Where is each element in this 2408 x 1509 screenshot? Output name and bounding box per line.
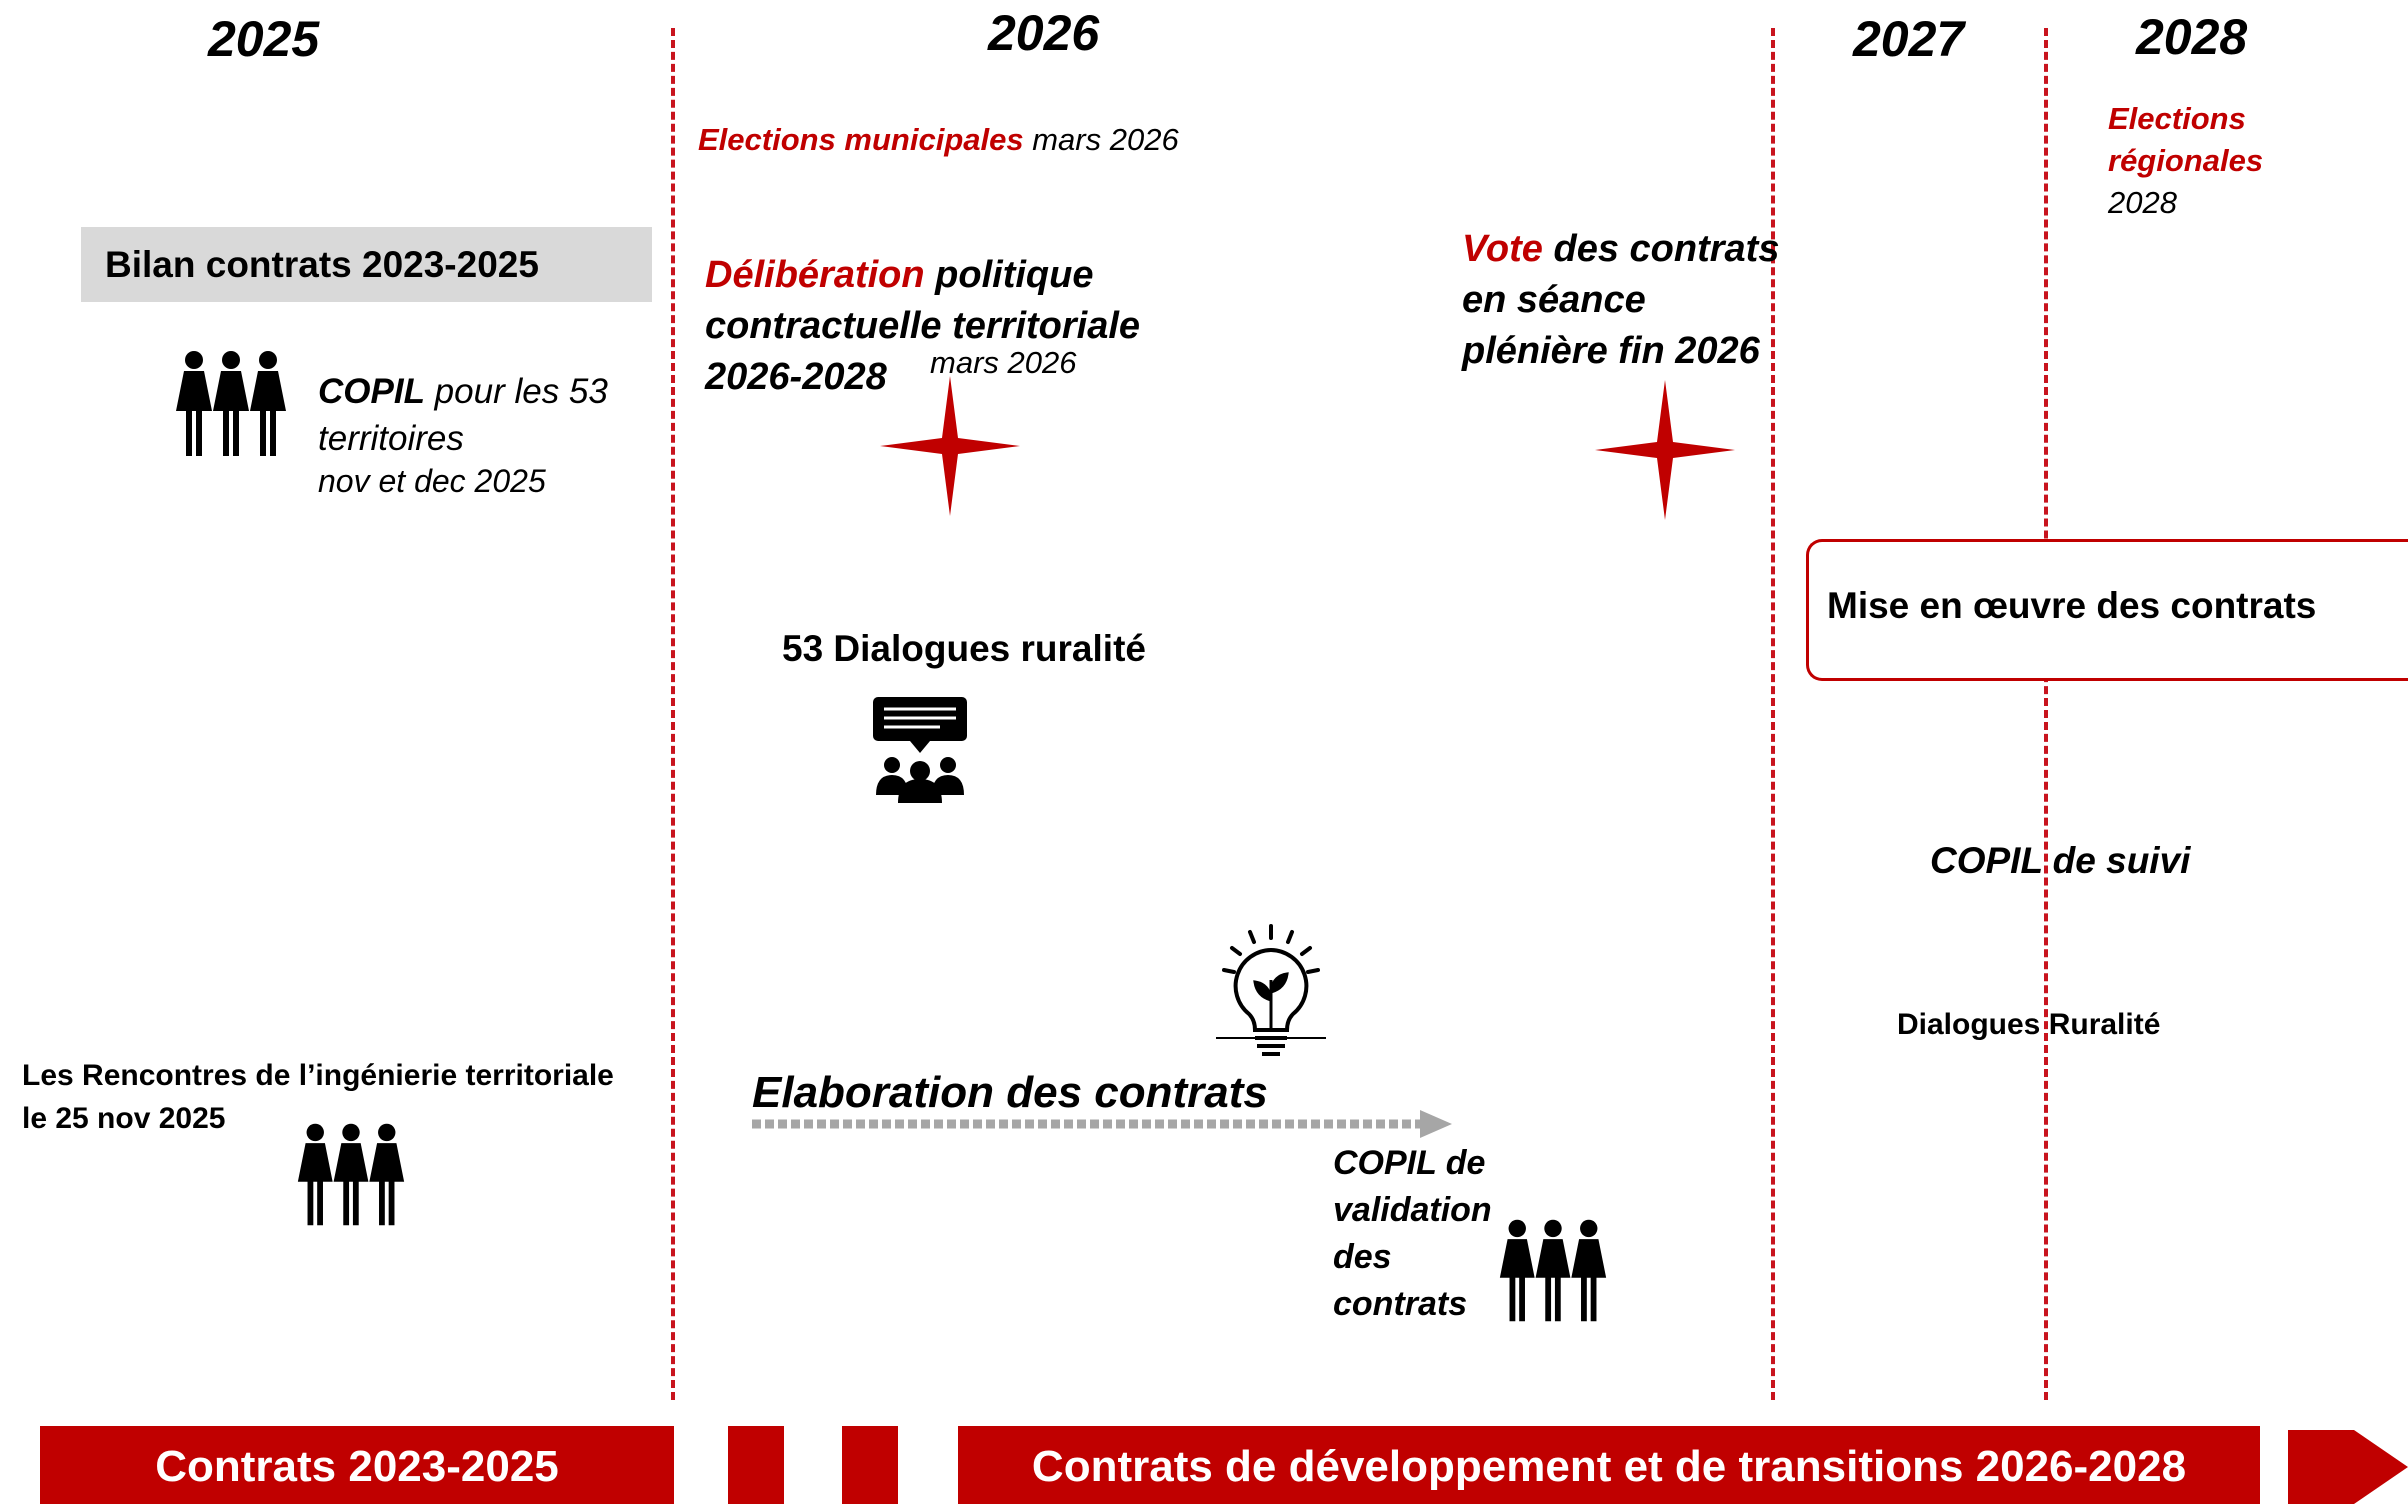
deliberation-line3: 2026-2028 [705,356,887,398]
elections-municipales-label: Elections municipales [698,122,1024,157]
copil-territoires-line: territoires [318,419,464,458]
deliberation-line2: contractuelle territoriale [705,305,1141,347]
copil-validation-line1: COPIL de [1333,1144,1486,1182]
year-2028: 2028 [2136,9,2248,65]
copil-date: nov et dec 2025 [318,463,546,499]
deliberation-keyword: Délibération [705,254,925,296]
deliberation-politique: politique [924,254,1094,296]
rencontres-title: Les Rencontres de l’ingénierie territori… [22,1059,614,1092]
discussion-group-icon [870,695,970,808]
vote-contrats: des contrats [1542,228,1780,270]
people-group-icon [172,350,290,456]
arrow-right-icon [752,1108,1452,1145]
mise-en-oeuvre-box: Mise en œuvre des contrats [1806,539,2408,681]
elections-regionales: Elections régionales 2028 [2108,98,2408,224]
elections-municipales: Elections municipales mars 2026 [698,122,1179,158]
copil-validation-line4: contrats [1333,1285,1468,1323]
four-point-star-icon [880,376,1020,521]
elections-regionales-date: 2028 [2108,185,2177,220]
rencontres-date: le 25 nov 2025 [22,1102,226,1135]
bar-arrow-icon [2288,1430,2408,1509]
dialogues-ruralite-2027: Dialogues Ruralité [1897,1008,2161,1041]
bar-segment-1 [728,1426,784,1504]
copil-label: COPIL [318,372,425,411]
bar-segment-2 [842,1426,898,1504]
vote-line2: en séance [1462,279,1646,321]
lightbulb-plant-icon [1216,920,1326,1075]
bilan-box: Bilan contrats 2023-2025 [81,227,652,302]
dialogues-ruralite-label: 53 Dialogues ruralité [782,628,1146,669]
rencontres-text: Les Rencontres de l’ingénierie territori… [22,1054,614,1140]
year-2025: 2025 [208,11,320,67]
divider-2025-2026 [671,28,675,1400]
people-group-icon [1496,1218,1610,1322]
divider-2026-2027 [1771,28,1775,1400]
contrats-2023-2025-bar: Contrats 2023-2025 [40,1426,674,1504]
four-point-star-icon [1595,380,1735,525]
copil-pour-text: pour les 53 [424,372,608,411]
vote-line3: plénière fin 2026 [1462,330,1760,372]
copil-territoires-text: COPIL pour les 53 territoires [318,368,608,462]
copil-validation-line3: des [1333,1238,1392,1276]
people-group-icon [294,1122,408,1226]
vote-keyword: Vote [1462,228,1543,270]
elections-regionales-label: Elections régionales [2108,101,2264,178]
deliberation-text: Délibération politique contractuelle ter… [705,250,1140,403]
contrats-2026-2028-bar: Contrats de développement et de transiti… [958,1426,2260,1504]
deliberation-date: mars 2026 [930,345,1077,380]
copil-validation-text: COPIL de validation des contrats [1333,1140,1492,1328]
year-2027: 2027 [1853,11,1965,67]
vote-text: Vote des contrats en séance plénière fin… [1462,224,1779,377]
year-2026: 2026 [988,5,1100,61]
copil-suivi-label: COPIL de suivi [1930,840,2191,881]
divider-2027-2028 [2044,28,2048,1400]
elaboration-label: Elaboration des contrats [752,1068,1268,1117]
copil-validation-line2: validation [1333,1191,1492,1229]
elections-municipales-date: mars 2026 [1023,122,1179,157]
